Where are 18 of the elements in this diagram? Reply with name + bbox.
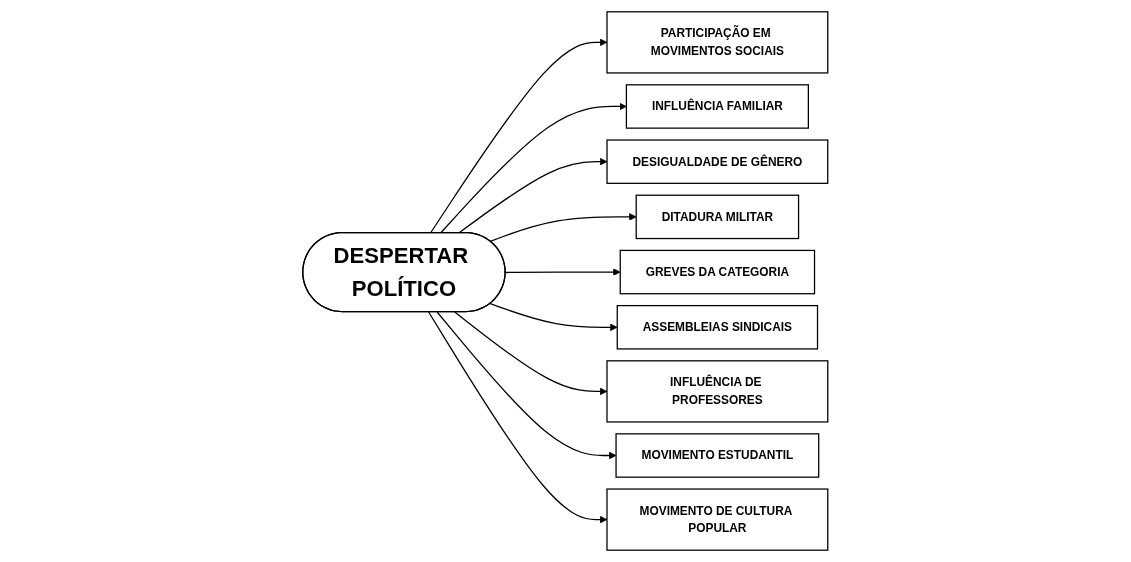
arrow [440,102,627,234]
node-box: GREVES DA CATEGORIA [619,249,816,295]
arrow [489,303,618,331]
arrow [454,311,608,396]
node-box: PARTICIPAÇÃO EM MOVIMENTOS SOCIAIS [606,11,829,74]
node-box: INFLUÊNCIA FAMILIAR [625,84,810,129]
node-box: MOVIMENTO ESTUDANTIL [615,433,820,478]
arrow [489,213,637,242]
arrow [458,157,608,234]
node-box: DITADURA MILITAR [635,194,800,240]
node-box: DESIGUALDADE DE GÊNERO [606,139,829,184]
arrow [430,38,608,234]
arrow [505,268,621,276]
arrow [428,311,608,524]
node-box: ASSEMBLEIAS SINDICAIS [616,305,819,350]
arrow [436,311,617,460]
node-box: INFLUÊNCIA DE PROFESSORES [606,360,829,423]
node-box: MOVIMENTO DE CULTURA POPULAR [606,488,829,551]
